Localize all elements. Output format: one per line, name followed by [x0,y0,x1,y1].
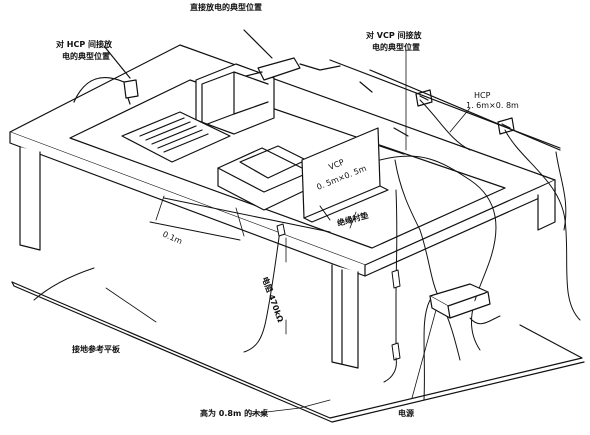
printer [217,145,311,211]
label-hcp-indirect-2: 电的典型位置 [62,51,110,61]
monitor [195,63,275,135]
keyboard [121,111,231,163]
label-ground-plane: 接地参考平板 [72,344,121,354]
label-hcp-title: HCP [474,91,491,100]
hcp-plate [69,79,506,249]
power-supply [429,283,491,319]
dimension-marks [155,195,331,409]
hcp-indirect-gun [73,45,139,105]
back-rails [329,59,561,151]
direct-discharge-gun [243,29,341,81]
wooden-table [9,44,556,369]
label-hcp-size: 1. 6m×0. 8m [466,101,519,110]
label-wood-table: 高为 0.8m 的木桌 [200,408,269,418]
label-power-supply: 电源 [398,408,414,418]
label-distance: 0.1m [161,230,184,247]
label-direct-discharge: 直接放电的典型位置 [190,2,262,12]
label-hcp-indirect-1: 对 HCP 间接放 [56,39,113,49]
label-vcp-indirect-1: 对 VCP 间接放 [366,30,422,40]
ground-reference-plane [11,281,585,423]
label-vcp-indirect-2: 电的典型位置 [372,42,420,52]
leader-lines [105,49,471,415]
cables [33,99,581,401]
vcp-plate [301,127,389,223]
